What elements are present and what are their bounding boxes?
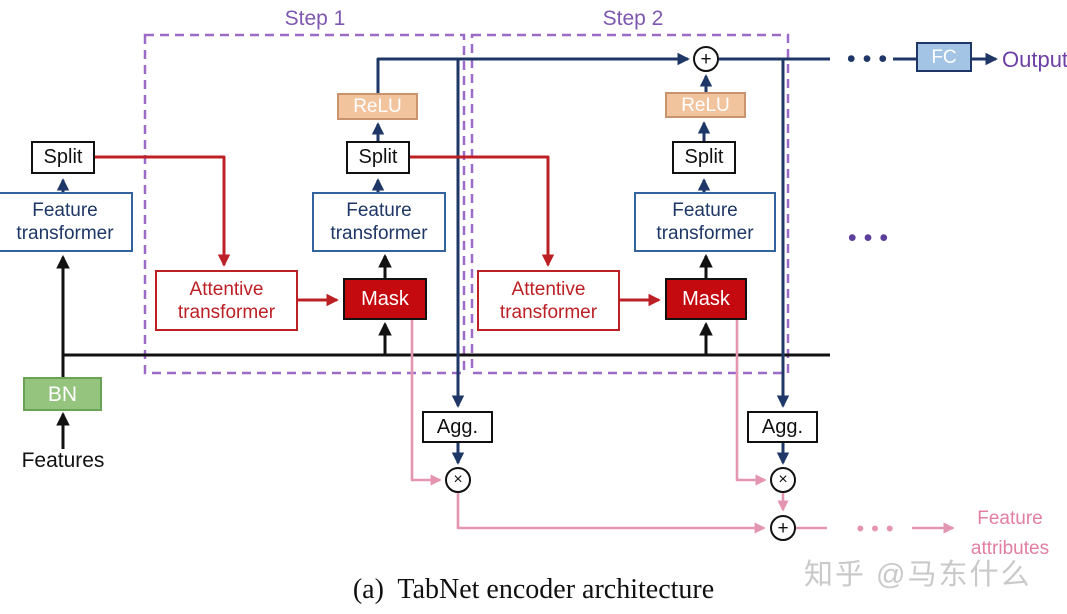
step2-label: Step 2: [602, 7, 664, 30]
agg-block-1: Agg.: [422, 411, 493, 443]
split1-to-attentive1-arrow: [95, 155, 231, 267]
black-wires: [56, 253, 830, 449]
attentive-transformer-block-2: Attentive transformer: [477, 270, 620, 331]
relu1-to-add-arrow: [376, 52, 690, 93]
step1-dashed-box: [143, 33, 466, 375]
mask1-to-multiply1-arrow: [410, 320, 442, 486]
feature-transformer-block-2: Feature transformer: [634, 192, 776, 252]
relu-block-1: ReLU: [337, 93, 418, 120]
multiply1-to-add-bottom-arrow: [456, 493, 766, 534]
split2-to-attentive2-arrow: [410, 155, 555, 267]
attentive-transformer-block-1: Attentive transformer: [155, 270, 298, 331]
output-label: Output: [1002, 47, 1067, 72]
agg-block-2: Agg.: [747, 411, 818, 443]
red-wires: [95, 155, 661, 307]
navy-wires: [56, 52, 998, 465]
step1-label: Step 1: [284, 7, 346, 30]
ellipsis-decision-path: •••: [846, 44, 895, 73]
mask2-to-multiply2-arrow: [735, 320, 767, 486]
figure-caption: (a) TabNet encoder architecture: [352, 574, 715, 605]
ellipsis-more-steps: •••: [847, 223, 896, 252]
feature-attributes-label: Feature attributes: [970, 508, 1050, 559]
mask-block-1: Mask: [343, 278, 427, 320]
multiply-node-1: ×: [445, 467, 471, 493]
fc-block: FC: [916, 42, 972, 72]
feature-transformer-shared-block: Feature transformer: [0, 192, 133, 252]
add-node-bottom: +: [770, 515, 796, 541]
multiply-node-2: ×: [770, 467, 796, 493]
relu-block-2: ReLU: [665, 92, 746, 118]
split-block-2: Split: [346, 141, 410, 174]
bn-block: BN: [23, 377, 102, 411]
pink-wires: [410, 320, 955, 534]
split-block-1: Split: [31, 141, 95, 174]
feature-transformer-block-1: Feature transformer: [312, 192, 446, 252]
ellipsis-attribute-path: •••: [856, 516, 901, 541]
zhihu-watermark: 知乎 @马东什么: [804, 559, 1032, 591]
features-label: Features: [21, 449, 105, 472]
step2-dashed-box: [470, 33, 790, 375]
add-node-top: +: [693, 46, 719, 72]
mask-block-2: Mask: [665, 278, 747, 320]
split-block-3: Split: [672, 141, 736, 174]
